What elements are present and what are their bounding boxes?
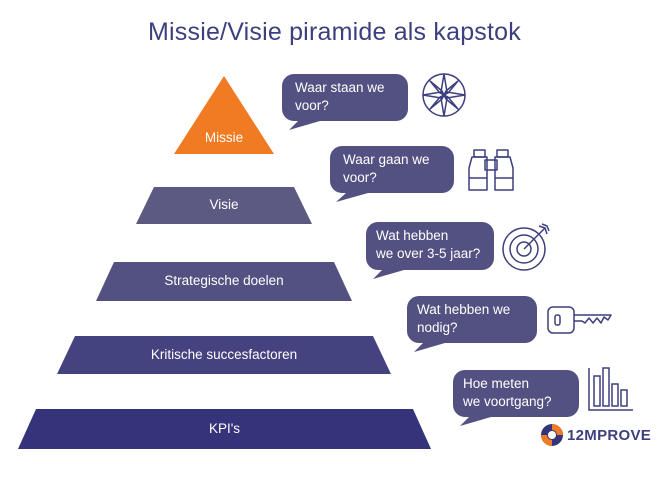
- brand-logo: 12MPROVE: [540, 423, 660, 449]
- level-label-kpis: KPI's: [208, 421, 241, 436]
- question-bubble-missie: Waar staan we voor?: [282, 74, 408, 130]
- pyramid-level-visie: Visie: [136, 187, 312, 224]
- pyramid-level-missie: Missie: [174, 76, 274, 154]
- bar-chart-icon: [587, 366, 635, 414]
- key-icon: [546, 303, 614, 337]
- question-bubble-visie: Waar gaan we voor?: [330, 146, 454, 202]
- question-text-strategie: Wat hebben we over 3-5 jaar?: [376, 228, 481, 261]
- compass-icon: [419, 70, 469, 120]
- brand-logo-icon: [541, 424, 563, 446]
- pyramid-level-strategische-doelen: Strategische doelen: [96, 262, 352, 301]
- question-text-visie: Waar gaan we voor?: [343, 152, 430, 185]
- question-text-kpis: Hoe meten we voortgang?: [463, 376, 552, 409]
- binoculars-icon: [467, 148, 515, 192]
- level-label-visie: Visie: [209, 197, 239, 212]
- question-bubble-kpis: Hoe meten we voortgang?: [453, 370, 579, 426]
- pyramid-level-kpis: KPI's: [18, 409, 431, 449]
- level-label-kritische-succesfactoren: Kritische succesfactoren: [150, 347, 298, 362]
- brand-name: 12MPROVE: [567, 427, 652, 444]
- level-label-strategische-doelen: Strategische doelen: [164, 273, 284, 288]
- question-text-missie: Waar staan we voor?: [295, 80, 385, 113]
- question-text-kritische: Wat hebben we nodig?: [417, 302, 511, 335]
- question-bubble-strategie: Wat hebben we over 3-5 jaar?: [366, 222, 494, 279]
- page-title: Missie/Visie piramide als kapstok: [148, 18, 521, 46]
- level-label-missie: Missie: [204, 130, 244, 145]
- pyramid-level-kritische-succesfactoren: Kritische succesfactoren: [57, 336, 391, 374]
- question-bubble-kritische: Wat hebben we nodig?: [407, 296, 537, 352]
- target-icon: [501, 222, 553, 272]
